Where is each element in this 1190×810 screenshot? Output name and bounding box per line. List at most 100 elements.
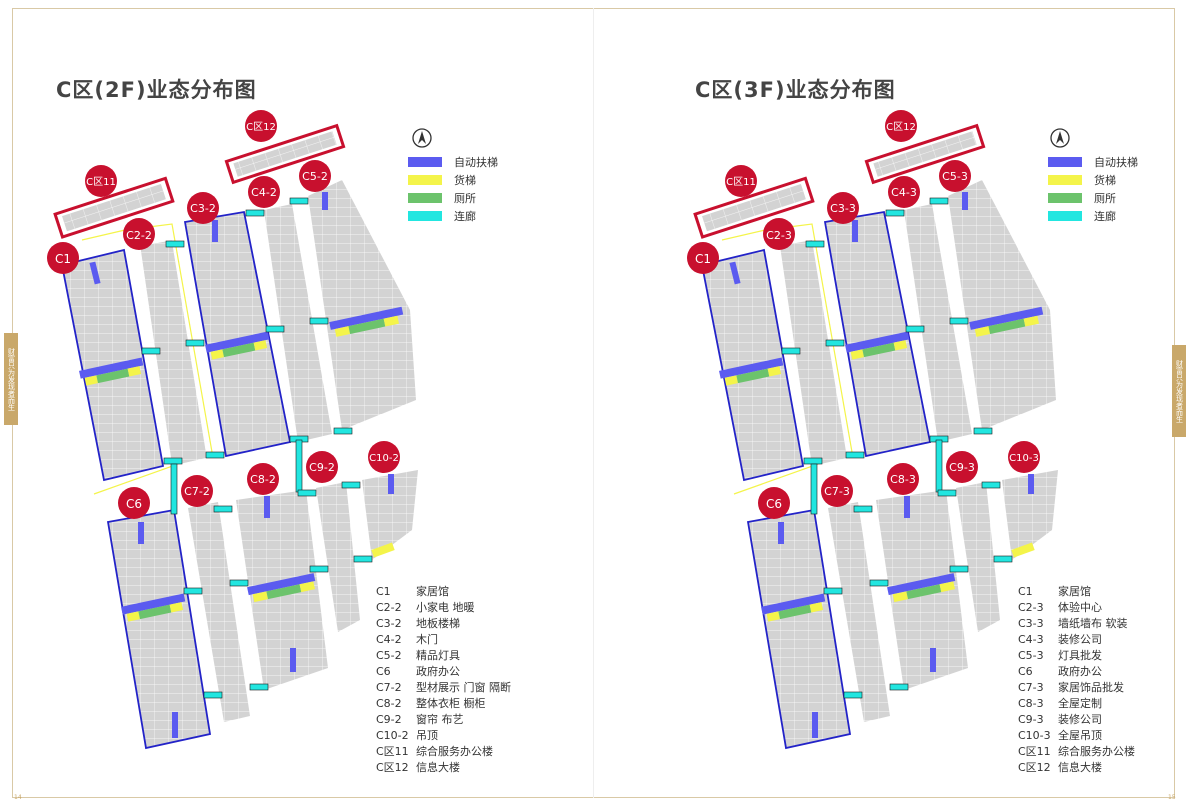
- marker-c12: C区12: [886, 121, 916, 133]
- tenant-code: C区11: [376, 745, 409, 758]
- tenant-code: C7-3: [1018, 681, 1044, 694]
- legend-item: 货梯: [408, 171, 498, 189]
- tenant-code: C2-3: [1018, 601, 1044, 614]
- side-tab-left: 财富只为发现者而生: [4, 333, 18, 425]
- legend-item: 连廊: [1048, 207, 1138, 225]
- tenant-row: C区11 综合服务办公楼: [376, 744, 511, 760]
- tenant-code: C5-3: [1018, 649, 1044, 662]
- legend-left: 自动扶梯 货梯 厕所 连廊: [408, 153, 498, 225]
- legend-item: 自动扶梯: [1048, 153, 1138, 171]
- floor-map-right: C1 C2-3 C3-3 C4-3 C5-3 C区11 C区12 C6 C7-3…: [687, 110, 1058, 750]
- tenant-code: C4-2: [376, 633, 402, 646]
- tenant-code: C10-2: [376, 729, 409, 742]
- tenant-desc: 装修公司: [1058, 633, 1102, 646]
- map-markers: C1 C2-2 C3-2 C4-2 C5-2 C区11 C区12 C6 C7-2…: [47, 110, 400, 519]
- tenant-row: C8-3 全屋定制: [1018, 696, 1135, 712]
- marker-c7: C7-3: [824, 485, 850, 498]
- marker-c6: C6: [126, 497, 142, 511]
- marker-c12: C区12: [246, 121, 276, 133]
- escalator-swatch: [408, 157, 442, 167]
- marker-c2: C2-2: [126, 229, 152, 242]
- legend-label: 厕所: [454, 192, 476, 205]
- marker-c10: C10-3: [1009, 453, 1039, 464]
- corridor-swatch: [408, 211, 442, 221]
- tenant-row: C8-2 整体衣柜 橱柜: [376, 696, 511, 712]
- marker-c1: C1: [695, 252, 711, 266]
- legend-label: 连廊: [454, 210, 476, 223]
- legend-item: 厕所: [408, 189, 498, 207]
- freight-elevator-swatch: [408, 175, 442, 185]
- tenant-desc: 地板楼梯: [416, 617, 460, 630]
- tenant-code: C区11: [1018, 745, 1051, 758]
- tenant-desc: 家居馆: [416, 585, 449, 598]
- tenant-code: C1: [1018, 585, 1033, 598]
- marker-c9: C9-2: [309, 461, 335, 474]
- legend-label: 自动扶梯: [454, 156, 498, 169]
- marker-c8: C8-2: [250, 473, 276, 486]
- tenant-desc: 吊顶: [416, 729, 438, 742]
- marker-c5: C5-3: [942, 170, 968, 183]
- tenant-code: C8-2: [376, 697, 402, 710]
- tenant-row: C2-3 体验中心: [1018, 600, 1135, 616]
- tenant-code: C9-2: [376, 713, 402, 726]
- tenant-desc: 全屋吊顶: [1058, 729, 1102, 742]
- tenant-desc: 信息大楼: [416, 761, 460, 774]
- restroom-swatch: [1048, 193, 1082, 203]
- tenant-desc: 窗帘 布艺: [416, 713, 464, 726]
- legend-item: 厕所: [1048, 189, 1138, 207]
- tenant-code: C2-2: [376, 601, 402, 614]
- tenant-desc: 体验中心: [1058, 601, 1102, 614]
- marker-c3: C3-3: [830, 202, 856, 215]
- tenant-desc: 信息大楼: [1058, 761, 1102, 774]
- tenant-row: C10-2 吊顶: [376, 728, 511, 744]
- page-number-left: 14: [14, 794, 22, 801]
- tenant-desc: 综合服务办公楼: [416, 745, 493, 758]
- marker-c11: C区11: [86, 176, 116, 188]
- tenant-desc: 小家电 地暖: [416, 601, 475, 614]
- tenant-code: C9-3: [1018, 713, 1044, 726]
- freight-elevator-swatch: [1048, 175, 1082, 185]
- tenant-code: C6: [1018, 665, 1033, 678]
- tenant-code: C8-3: [1018, 697, 1044, 710]
- marker-c9: C9-3: [949, 461, 975, 474]
- tenant-desc: 整体衣柜 橱柜: [416, 697, 486, 710]
- marker-c7: C7-2: [184, 485, 210, 498]
- legend-item: 连廊: [408, 207, 498, 225]
- tenant-desc: 全屋定制: [1058, 697, 1102, 710]
- tenant-desc: 综合服务办公楼: [1058, 745, 1135, 758]
- tenant-row: C2-2 小家电 地暖: [376, 600, 511, 616]
- marker-c5: C5-2: [302, 170, 328, 183]
- tenant-row: C6 政府办公: [1018, 664, 1135, 680]
- tenant-desc: 政府办公: [1058, 665, 1102, 678]
- page-title-right: C区(3F)业态分布图: [695, 78, 896, 102]
- map-markers: C1 C2-3 C3-3 C4-3 C5-3 C区11 C区12 C6 C7-3…: [687, 110, 1040, 519]
- tenant-code: C7-2: [376, 681, 402, 694]
- corridor-swatch: [1048, 211, 1082, 221]
- tenant-desc: 家居馆: [1058, 585, 1091, 598]
- page-number-right: 15: [1168, 794, 1176, 801]
- tenant-desc: 政府办公: [416, 665, 460, 678]
- marker-c8: C8-3: [890, 473, 916, 486]
- restroom-swatch: [408, 193, 442, 203]
- tenant-desc: 精品灯具: [416, 649, 460, 662]
- marker-c4: C4-2: [251, 186, 277, 199]
- marker-c3: C3-2: [190, 202, 216, 215]
- tenant-code: C区12: [376, 761, 409, 774]
- tenant-row: C区11 综合服务办公楼: [1018, 744, 1135, 760]
- tenant-desc: 型材展示 门窗 隔断: [416, 681, 511, 694]
- floor-map-left: C1 C2-2 C3-2 C4-2 C5-2 C区11 C区12 C6 C7-2…: [47, 110, 418, 750]
- legend-label: 货梯: [1094, 174, 1116, 187]
- marker-c1: C1: [55, 252, 71, 266]
- tenant-code: C6: [376, 665, 391, 678]
- marker-c11: C区11: [726, 176, 756, 188]
